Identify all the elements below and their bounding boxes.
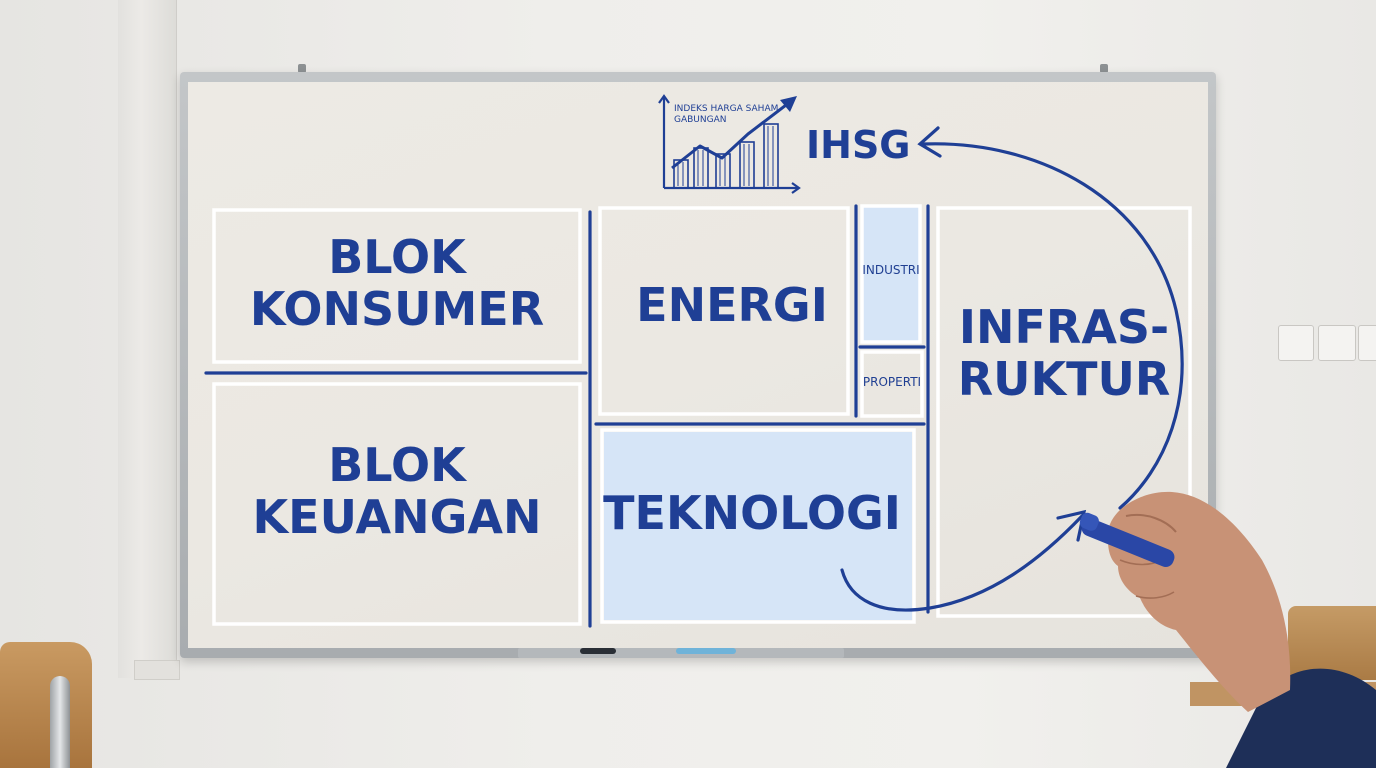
block-industri: INDUSTRI bbox=[856, 264, 926, 277]
block-keuangan-line2: KEUANGAN bbox=[214, 492, 580, 544]
block-energi: ENERGI bbox=[600, 280, 864, 332]
block-keuangan: BLOK KEUANGAN bbox=[214, 440, 580, 543]
block-keuangan-line1: BLOK bbox=[214, 440, 580, 492]
chart-caption-line1: INDEKS HARGA SAHAM bbox=[674, 104, 778, 115]
block-infrastruktur: INFRAS- RUKTUR bbox=[938, 302, 1190, 405]
block-properti: PROPERTI bbox=[856, 376, 928, 389]
chart-caption: INDEKS HARGA SAHAM GABUNGAN bbox=[674, 104, 778, 127]
block-konsumer-line2: KONSUMER bbox=[214, 284, 580, 336]
block-konsumer-line1: BLOK bbox=[214, 232, 580, 284]
block-konsumer: BLOK KONSUMER bbox=[214, 232, 580, 335]
ihsg-label: IHSG bbox=[806, 124, 911, 167]
block-teknologi: TEKNOLOGI bbox=[602, 488, 902, 540]
block-infrastruktur-line2: RUKTUR bbox=[938, 354, 1190, 406]
chart-caption-line2: GABUNGAN bbox=[674, 115, 778, 126]
hand-with-marker bbox=[1078, 492, 1376, 768]
block-infrastruktur-line1: INFRAS- bbox=[938, 302, 1190, 354]
